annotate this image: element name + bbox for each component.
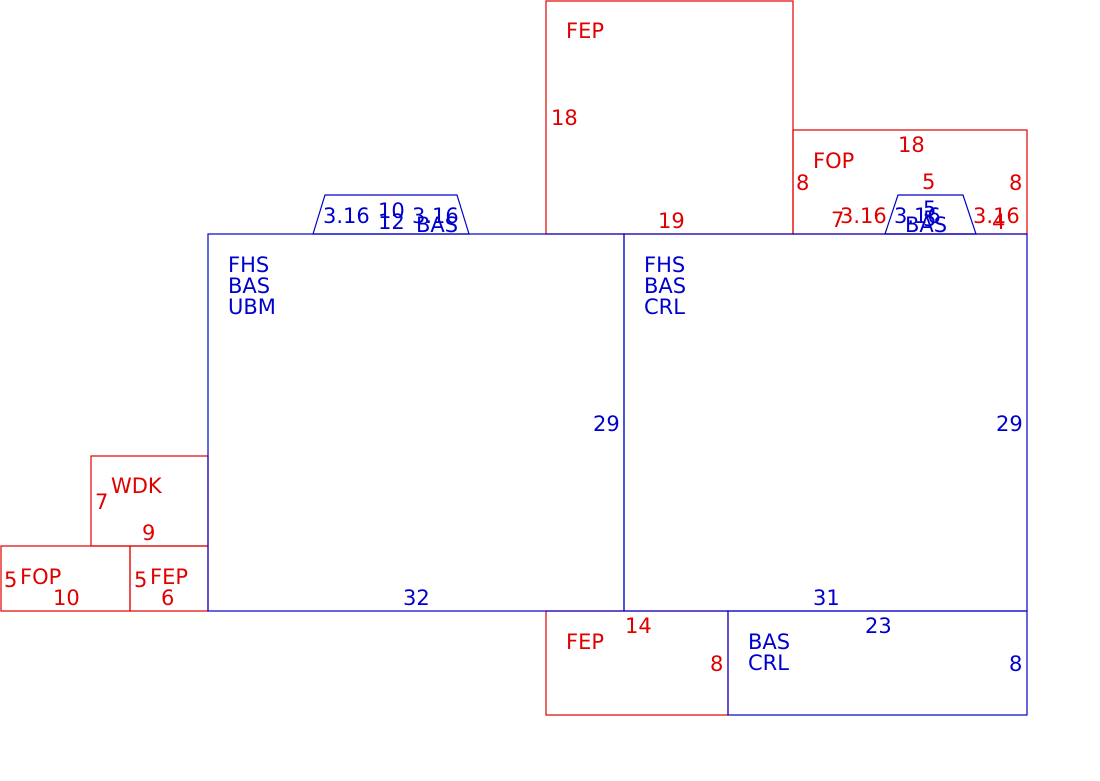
- fep-left-side-dim: 5: [134, 568, 147, 592]
- fop-right-dim-a: 3.16: [840, 204, 887, 228]
- main-right-bottom-dim: 31: [813, 586, 840, 610]
- wdk-bottom-dim: 9: [142, 521, 155, 545]
- fop-left-bottom-dim: 10: [53, 586, 80, 610]
- fop-right-dim-b: 3.16: [894, 204, 941, 228]
- fop-left-code: FOP: [20, 565, 61, 589]
- crl-bottom-outline: [727, 610, 1028, 716]
- main-right-code-3: CRL: [644, 295, 685, 319]
- main-right-code-2: BAS: [644, 274, 686, 298]
- fop-right-dim-c: 3.16: [973, 204, 1020, 228]
- fop-right-code: FOP: [813, 149, 854, 173]
- crl-bottom-code-1: BAS: [748, 630, 790, 654]
- fop-right-inner-dim: 5: [922, 170, 935, 194]
- main-left-code-2: BAS: [228, 274, 270, 298]
- main-right-side-dim: 29: [996, 412, 1023, 436]
- bay-left-top-dim: 10: [378, 199, 405, 223]
- main-left-bottom-dim: 32: [403, 586, 430, 610]
- main-left-code-1: FHS: [228, 253, 269, 277]
- fop-right-left-dim: 8: [796, 171, 809, 195]
- crl-bottom-top-dim: 23: [865, 614, 892, 638]
- fep-top-bottom-dim: 19: [658, 209, 685, 233]
- fop-right-left-low-dim: 7: [831, 208, 844, 232]
- bay-left-outline: [312, 194, 470, 235]
- crl-bottom-code-2: CRL: [748, 651, 789, 675]
- fep-left-code: FEP: [150, 565, 188, 589]
- main-left-outline: [207, 233, 625, 612]
- fop-right-right-low-dim: 4: [992, 210, 1005, 234]
- bay-left-side-a: 3.16: [323, 204, 370, 228]
- bay-left-code: BAS: [416, 213, 458, 237]
- bay-right-bottom-dim: 5: [923, 207, 936, 231]
- main-left-side-dim: 29: [593, 412, 620, 436]
- fep-top-code: FEP: [566, 19, 604, 43]
- fep-top-side-dim: 18: [551, 106, 578, 130]
- fep-bottom-top-dim: 14: [625, 614, 652, 638]
- bay-right-outline: [884, 194, 977, 235]
- crl-bottom-side-dim: 8: [1009, 652, 1022, 676]
- fop-left-side-dim: 5: [4, 568, 17, 592]
- fep-bottom-side-dim: 8: [710, 652, 723, 676]
- bay-left-side-b: 3.16: [412, 204, 459, 228]
- main-right-code-1: FHS: [644, 253, 685, 277]
- fop-right-top-dim: 18: [898, 133, 925, 157]
- bay-right-top-dim: 5: [923, 197, 936, 221]
- bay-right-code: BAS: [905, 213, 947, 237]
- fep-bottom-code: FEP: [566, 630, 604, 654]
- fop-right-right-dim: 8: [1009, 171, 1022, 195]
- fep-left-bottom-dim: 6: [161, 586, 174, 610]
- bay-left-bottom-dim: 12: [378, 210, 405, 234]
- wdk-code: WDK: [111, 474, 163, 498]
- main-left-code-3: UBM: [228, 295, 276, 319]
- wdk-side-dim: 7: [95, 490, 108, 514]
